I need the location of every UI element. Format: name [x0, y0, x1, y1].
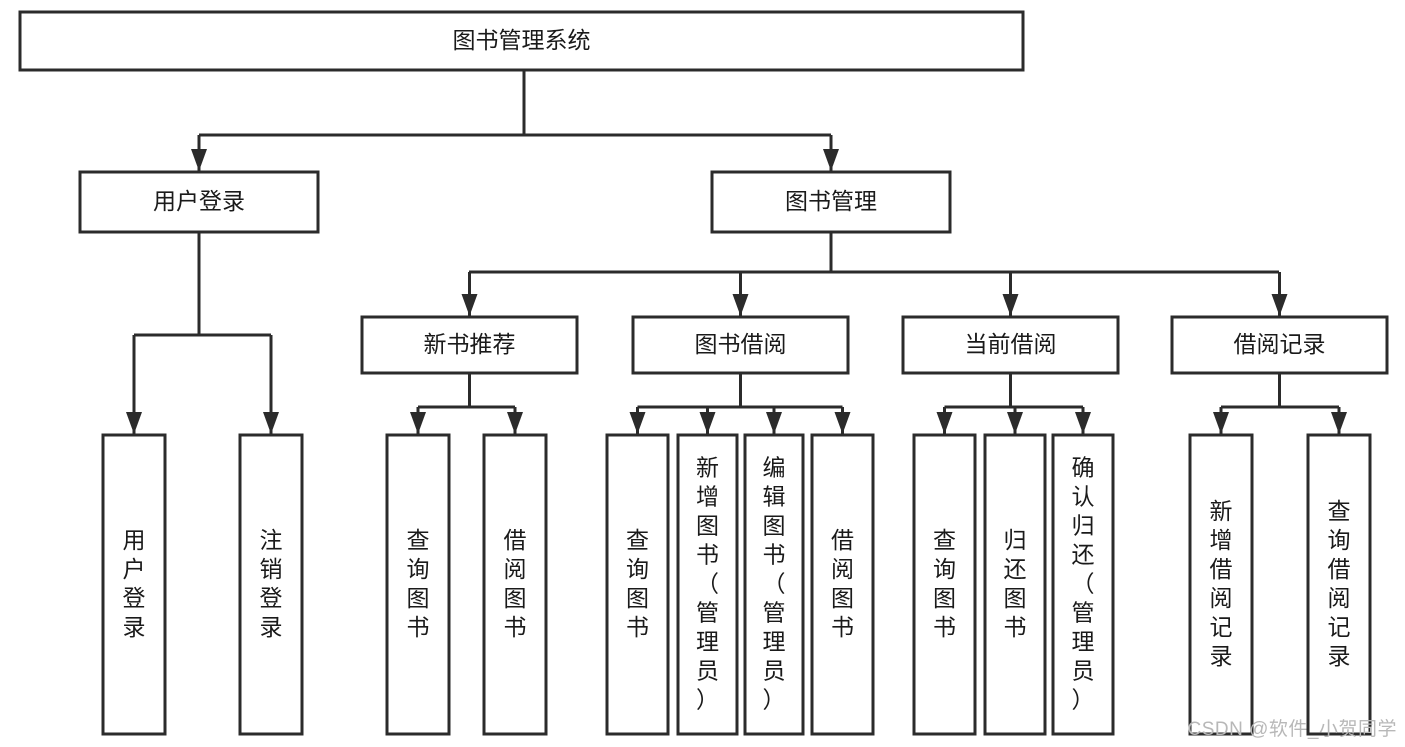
node-leaf-add-book-admin[interactable]: 新增图书（管理员） [676, 433, 739, 736]
arrow-head-icon [1075, 412, 1091, 434]
arrow-head-icon [1213, 412, 1229, 434]
node-borrow-record[interactable]: 借阅记录 [1170, 315, 1389, 375]
node-label-book-borrow: 图书借阅 [695, 331, 787, 357]
arrow-head-icon [629, 412, 646, 434]
node-label-borrow-record: 借阅记录 [1234, 331, 1326, 357]
arrow-head-icon [507, 412, 523, 434]
node-user-login[interactable]: 用户登录 [78, 170, 320, 234]
node-box-leaf-add-book-admin[interactable] [676, 433, 739, 736]
node-label-current-borrow: 当前借阅 [965, 331, 1057, 357]
arrow-head-icon [936, 412, 953, 434]
node-leaf-query-book-borrow[interactable]: 查询图书 [605, 433, 670, 736]
node-box-current-borrow[interactable] [901, 315, 1120, 375]
node-label-new-book-recommend: 新书推荐 [424, 331, 516, 357]
node-leaf-query-borrow-record[interactable]: 查询借阅记录 [1306, 433, 1372, 736]
node-box-leaf-query-book-rec[interactable] [385, 433, 451, 736]
node-box-new-book-recommend[interactable] [360, 315, 579, 375]
arrow-head-icon [191, 149, 207, 171]
node-label-user-login: 用户登录 [153, 188, 245, 214]
arrow-head-icon [766, 412, 782, 434]
node-label-leaf-query-borrow-record: 查询借阅记录 [1328, 498, 1351, 669]
arrow-head-icon [263, 412, 279, 434]
node-book-borrow[interactable]: 图书借阅 [631, 315, 850, 375]
node-label-book-manage: 图书管理 [785, 188, 877, 214]
arrow-head-icon [1271, 294, 1288, 316]
node-box-leaf-query-borrow-record[interactable] [1306, 433, 1372, 736]
arrow-head-icon [461, 294, 478, 316]
node-box-leaf-logout-login[interactable] [238, 433, 304, 736]
arrow-head-icon [834, 412, 851, 434]
node-leaf-return-book[interactable]: 归还图书 [983, 433, 1047, 736]
node-box-leaf-add-borrow-record[interactable] [1188, 433, 1254, 736]
node-label-leaf-user-login: 用户登录 [123, 527, 146, 640]
watermark-text: CSDN @软件_小贺同学 [1187, 719, 1397, 740]
connectors-layer [126, 70, 1347, 434]
nodes-layer: 图书管理系统用户登录图书管理新书推荐图书借阅当前借阅借阅记录用户登录注销登录查询… [18, 10, 1389, 736]
node-box-leaf-edit-book-admin[interactable] [743, 433, 805, 736]
node-label-leaf-borrow-book: 借阅图书 [831, 527, 854, 640]
node-label-leaf-logout-login: 注销登录 [260, 527, 283, 640]
node-box-book-borrow[interactable] [631, 315, 850, 375]
node-box-leaf-query-book-current[interactable] [912, 433, 977, 736]
arrow-head-icon [1002, 294, 1019, 316]
arrow-head-icon [1331, 412, 1347, 434]
node-label-leaf-confirm-return-admin: 确认归还（管理员） [1072, 455, 1095, 713]
node-label-leaf-query-book-borrow: 查询图书 [626, 527, 649, 640]
node-label-leaf-add-borrow-record: 新增借阅记录 [1210, 498, 1233, 669]
arrow-head-icon [823, 149, 839, 171]
node-leaf-query-book-rec[interactable]: 查询图书 [385, 433, 451, 736]
node-leaf-logout-login[interactable]: 注销登录 [238, 433, 304, 736]
node-label-leaf-add-book-admin: 新增图书（管理员） [696, 455, 719, 713]
node-box-leaf-borrow-book[interactable] [810, 433, 875, 736]
node-box-root[interactable] [18, 10, 1025, 72]
node-box-book-manage[interactable] [710, 170, 952, 234]
node-leaf-query-book-current[interactable]: 查询图书 [912, 433, 977, 736]
node-new-book-recommend[interactable]: 新书推荐 [360, 315, 579, 375]
node-label-leaf-return-book: 归还图书 [1004, 527, 1027, 640]
node-box-leaf-return-book[interactable] [983, 433, 1047, 736]
node-label-leaf-edit-book-admin: 编辑图书（管理员） [763, 455, 786, 713]
node-box-leaf-query-book-borrow[interactable] [605, 433, 670, 736]
node-root[interactable]: 图书管理系统 [18, 10, 1025, 72]
node-leaf-borrow-book-rec[interactable]: 借阅图书 [482, 433, 548, 736]
arrow-head-icon [699, 412, 716, 434]
node-leaf-user-login[interactable]: 用户登录 [101, 433, 167, 736]
node-box-user-login[interactable] [78, 170, 320, 234]
node-leaf-add-borrow-record[interactable]: 新增借阅记录 [1188, 433, 1254, 736]
node-box-borrow-record[interactable] [1170, 315, 1389, 375]
node-label-leaf-query-book-rec: 查询图书 [407, 527, 430, 640]
node-box-leaf-user-login[interactable] [101, 433, 167, 736]
node-leaf-confirm-return-admin[interactable]: 确认归还（管理员） [1051, 433, 1115, 736]
arrow-head-icon [410, 412, 426, 434]
node-label-leaf-query-book-current: 查询图书 [933, 527, 956, 640]
node-box-leaf-confirm-return-admin[interactable] [1051, 433, 1115, 736]
arrow-head-icon [732, 294, 749, 316]
node-book-manage[interactable]: 图书管理 [710, 170, 952, 234]
node-label-root: 图书管理系统 [453, 27, 591, 53]
node-label-leaf-borrow-book-rec: 借阅图书 [504, 527, 527, 640]
node-box-leaf-borrow-book-rec[interactable] [482, 433, 548, 736]
arrow-head-icon [126, 412, 142, 434]
arrow-head-icon [1007, 412, 1023, 434]
node-leaf-edit-book-admin[interactable]: 编辑图书（管理员） [743, 433, 805, 736]
node-current-borrow[interactable]: 当前借阅 [901, 315, 1120, 375]
node-leaf-borrow-book[interactable]: 借阅图书 [810, 433, 875, 736]
